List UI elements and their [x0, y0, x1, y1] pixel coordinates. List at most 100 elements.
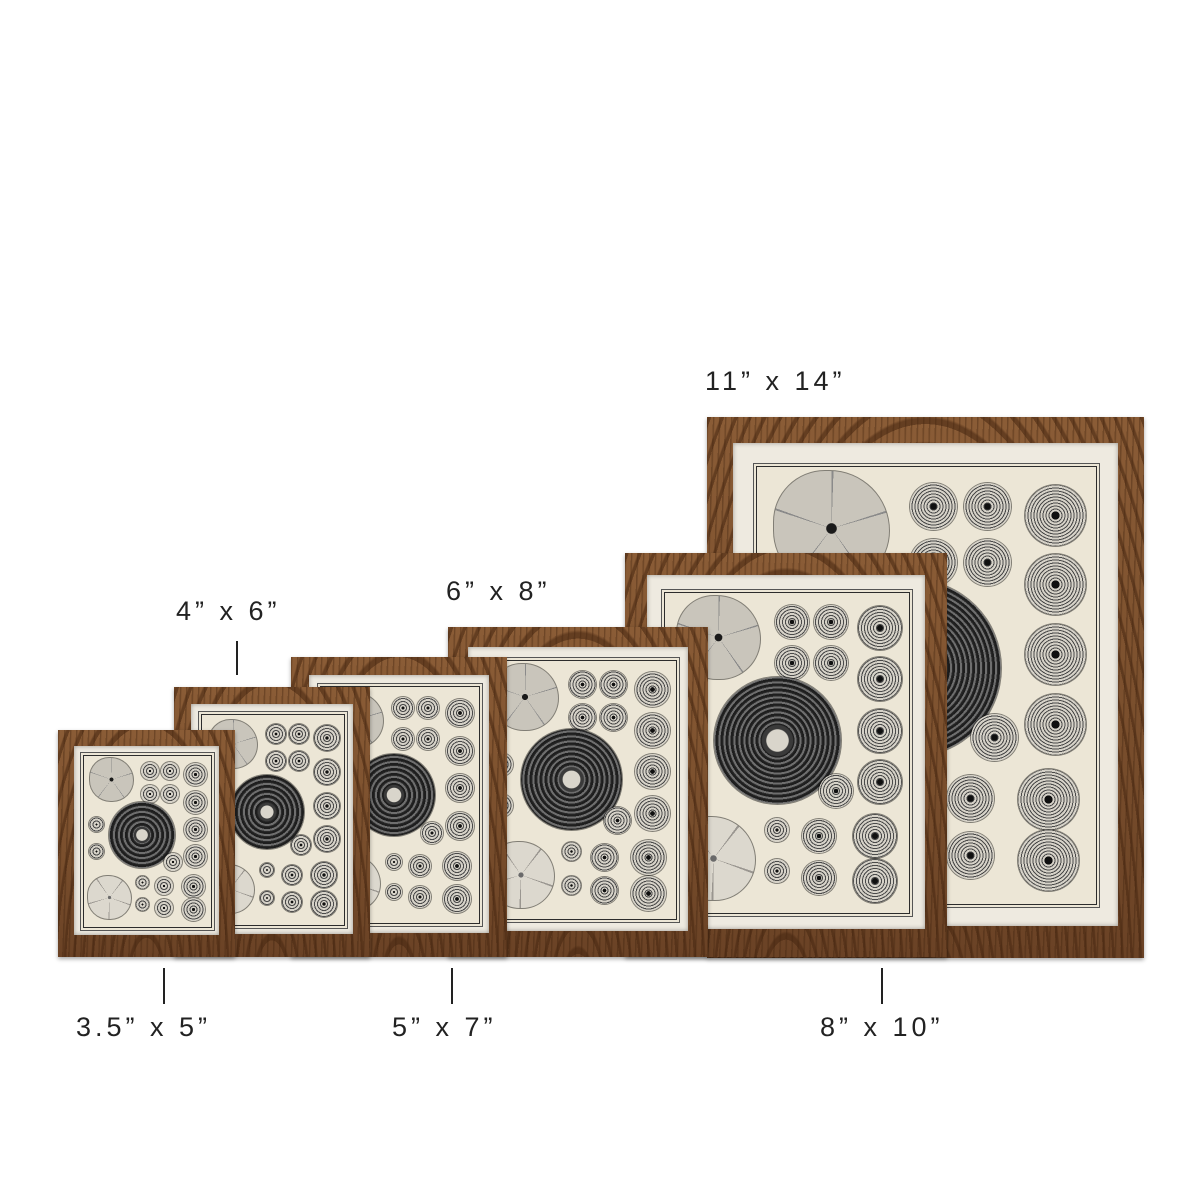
sea-urchin-illustration: [569, 671, 596, 698]
sea-urchin-illustration: [1018, 830, 1079, 891]
sea-urchin-illustration: [635, 754, 670, 789]
sea-urchin-illustration: [161, 785, 179, 803]
sea-urchin-illustration: [421, 822, 443, 844]
sea-urchin-illustration: [631, 840, 666, 875]
sea-urchin-illustration: [386, 884, 402, 900]
sea-urchin-illustration: [184, 791, 207, 814]
sea-urchin-illustration: [311, 891, 337, 917]
size-label-3-5x5: 3.5” x 5”: [76, 1012, 212, 1042]
sea-urchin-illustration: [802, 861, 836, 895]
sea-urchin-illustration: [291, 835, 311, 855]
sea-urchin-illustration: [446, 737, 474, 765]
size-label-5x7: 5” x 7”: [392, 1012, 497, 1042]
sea-urchin-illustration: [635, 713, 670, 748]
sea-urchin-illustration: [164, 853, 182, 871]
sea-urchin-illustration: [604, 807, 631, 834]
illustration-print: [83, 755, 212, 928]
sea-urchin-illustration: [858, 657, 902, 701]
sea-urchin-illustration: [1018, 769, 1079, 830]
sea-urchin-illustration: [562, 842, 581, 861]
pointer-tick-5x7: [451, 968, 453, 1004]
sea-urchin-illustration: [858, 709, 902, 753]
sea-urchin-illustration: [155, 899, 173, 917]
sea-urchin-illustration: [392, 697, 414, 719]
sea-urchin-illustration: [964, 483, 1011, 530]
sea-urchin-illustration: [89, 817, 104, 832]
sea-urchin-illustration: [282, 892, 302, 912]
sea-urchin-illustration: [266, 724, 286, 744]
sea-urchin-illustration: [853, 814, 897, 858]
pointer-tick-4x6: [236, 641, 238, 675]
sea-urchin-illustration: [311, 862, 337, 888]
sea-urchin-illustration: [910, 483, 957, 530]
sea-urchin-illustration: [775, 646, 809, 680]
sea-urchin-illustration: [765, 818, 789, 842]
sea-urchin-illustration: [853, 859, 897, 903]
illustration-print: [481, 660, 677, 920]
sea-urchin-illustration: [600, 671, 627, 698]
sea-urchin-illustration: [964, 539, 1011, 586]
sea-urchin-illustration: [314, 793, 340, 819]
sea-urchin-illustration: [765, 859, 789, 883]
sea-urchin-illustration: [562, 876, 581, 895]
sea-urchin-illustration: [161, 762, 179, 780]
sea-urchin-illustration: [90, 758, 133, 801]
sea-urchin-illustration: [947, 832, 994, 879]
sea-urchin-illustration: [409, 855, 431, 877]
sea-urchin-illustration: [184, 763, 207, 786]
sea-urchin-illustration: [446, 812, 474, 840]
sea-urchin-illustration: [417, 728, 439, 750]
sea-urchin-illustration: [136, 898, 149, 911]
sea-urchin-illustration: [182, 875, 205, 898]
sea-urchin-illustration: [1025, 485, 1086, 546]
sea-urchin-illustration: [819, 774, 853, 808]
sea-urchin-illustration: [635, 796, 670, 831]
sea-urchin-illustration: [282, 865, 302, 885]
sea-urchin-illustration: [591, 877, 618, 904]
sea-urchin-illustration: [392, 728, 414, 750]
sea-urchin-illustration: [289, 724, 309, 744]
sea-urchin-illustration: [858, 760, 902, 804]
size-label-11x14: 11” x 14”: [705, 366, 846, 396]
sea-urchin-illustration: [446, 774, 474, 802]
sea-urchin-illustration: [775, 605, 809, 639]
sea-urchin-illustration: [1025, 624, 1086, 685]
sea-urchin-illustration: [1025, 554, 1086, 615]
sea-urchin-illustration: [1025, 694, 1086, 755]
sea-urchin-illustration: [314, 826, 340, 852]
sea-urchin-illustration: [141, 785, 159, 803]
sea-urchin-illustration: [386, 854, 402, 870]
sea-urchin-illustration: [266, 751, 286, 771]
sea-urchin-illustration: [600, 704, 627, 731]
sea-urchin-illustration: [802, 819, 836, 853]
sea-urchin-illustration: [631, 876, 666, 911]
sea-urchin-illustration: [260, 863, 274, 877]
sea-urchin-illustration: [184, 845, 207, 868]
sea-urchin-illustration: [230, 775, 304, 849]
sea-urchin-illustration: [88, 876, 131, 919]
sea-urchin-illustration: [182, 898, 205, 921]
size-label-6x8: 6” x 8”: [446, 576, 551, 606]
sea-urchin-illustration: [569, 704, 596, 731]
sea-urchin-illustration: [971, 714, 1018, 761]
sea-urchin-illustration: [314, 725, 340, 751]
sea-urchin-illustration: [814, 646, 848, 680]
sea-urchin-illustration: [89, 844, 104, 859]
frame-3-5x5: [58, 730, 235, 957]
sea-urchin-illustration: [289, 751, 309, 771]
sea-urchin-illustration: [184, 818, 207, 841]
pointer-tick-3-5x5: [163, 968, 165, 1004]
sea-urchin-illustration: [314, 759, 340, 785]
sea-urchin-illustration: [947, 775, 994, 822]
sea-urchin-illustration: [417, 697, 439, 719]
sea-urchin-illustration: [446, 699, 474, 727]
size-label-8x10: 8” x 10”: [820, 1012, 944, 1042]
sea-urchin-illustration: [260, 891, 274, 905]
sea-urchin-illustration: [136, 876, 149, 889]
mat: [74, 746, 219, 935]
sea-urchin-illustration: [409, 886, 431, 908]
sea-urchin-illustration: [155, 877, 173, 895]
sea-urchin-illustration: [635, 672, 670, 707]
sea-urchin-illustration: [591, 844, 618, 871]
